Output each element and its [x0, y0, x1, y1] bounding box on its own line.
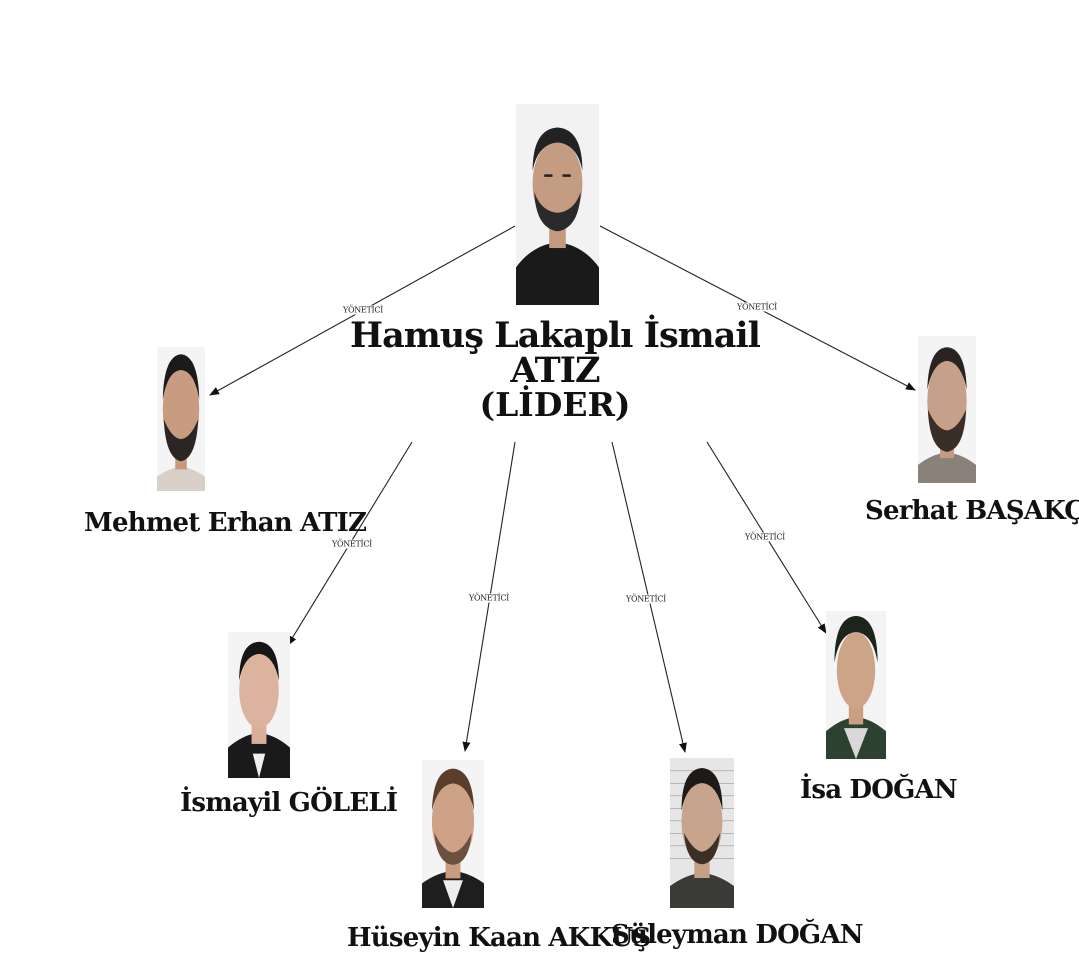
- member-photo-mehmet: [157, 347, 205, 491]
- member-name-ismayil: İsmayil GÖLELİ: [180, 788, 398, 818]
- member-photo-huseyin: [422, 760, 484, 908]
- member-name-suleyman: Süleyman DOĞAN: [611, 920, 863, 950]
- member-photo-ismayil: [228, 632, 290, 778]
- member-name-huseyin: Hüseyin Kaan AKKUŞ: [347, 923, 651, 953]
- member-photo-suleyman: [670, 758, 734, 908]
- leader-photo: [516, 104, 599, 305]
- edge-label-serhat: YÖNETİCİ: [735, 302, 779, 312]
- member-photo-serhat: [918, 336, 976, 483]
- leader-role: (LİDER): [479, 385, 631, 424]
- member-name-isa: İsa DOĞAN: [800, 775, 958, 805]
- edge-label-huseyin: YÖNETİCİ: [467, 593, 511, 603]
- member-name-serhat: Serhat BAŞAKÇİ: [865, 496, 1079, 526]
- member-photo-isa: [826, 611, 886, 759]
- edge-label-isa: YÖNETİCİ: [743, 532, 787, 542]
- edge-label-mehmet: YÖNETİCİ: [341, 305, 385, 315]
- leader-name: Hamuş Lakaplı İsmail ATIZ: [350, 315, 761, 391]
- member-name-mehmet: Mehmet Erhan ATIZ: [84, 508, 367, 538]
- edge-label-suleyman: YÖNETİCİ: [624, 594, 668, 604]
- edge-label-ismayil: YÖNETİCİ: [330, 539, 374, 549]
